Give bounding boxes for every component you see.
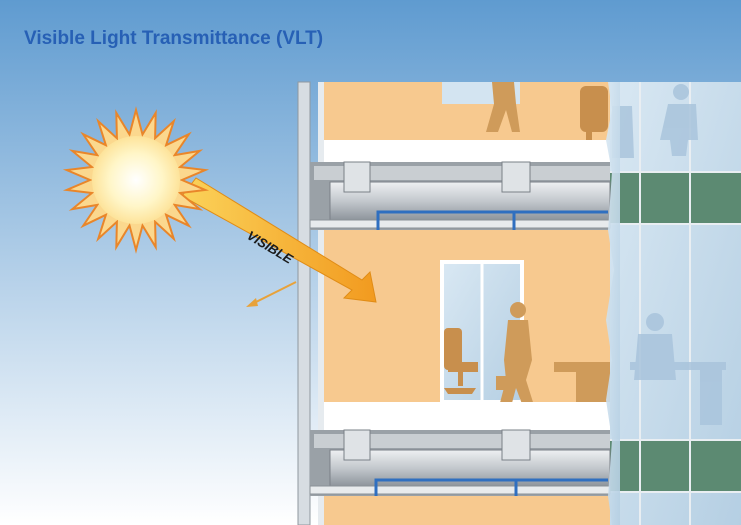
facade-mullion-inner [318, 82, 324, 525]
background-silhouettes [612, 84, 726, 425]
cutaway-torn-edge [606, 82, 620, 525]
curtain-wall-mullions [608, 82, 741, 525]
upper-slab-top [314, 166, 610, 180]
reflected-ray [246, 281, 297, 307]
upper-floor-surface [324, 140, 610, 162]
spandrel-band-lower [608, 440, 741, 492]
walking-person-silhouette [496, 302, 538, 420]
page-title: Visible Light Transmittance (VLT) [24, 28, 324, 49]
spandrel-band-upper [608, 172, 741, 224]
lower-room-wall [324, 496, 610, 525]
office-chair [444, 328, 478, 394]
building-cutaway [297, 81, 741, 525]
lower-diffuser-right [501, 429, 531, 461]
upper-person-silhouette [486, 82, 520, 132]
upper-duct [329, 181, 611, 221]
sun-icon [62, 106, 210, 254]
upper-airflow-arrow [376, 210, 608, 232]
upper-diffuser-left [343, 161, 371, 193]
upper-ceiling-edge [309, 219, 611, 229]
middle-floor-surface [324, 402, 610, 430]
beam-arrow [181, 177, 377, 303]
facade-mullion-left [297, 81, 311, 525]
lower-diffuser-left [343, 429, 371, 461]
upper-diffuser-right [501, 161, 531, 193]
